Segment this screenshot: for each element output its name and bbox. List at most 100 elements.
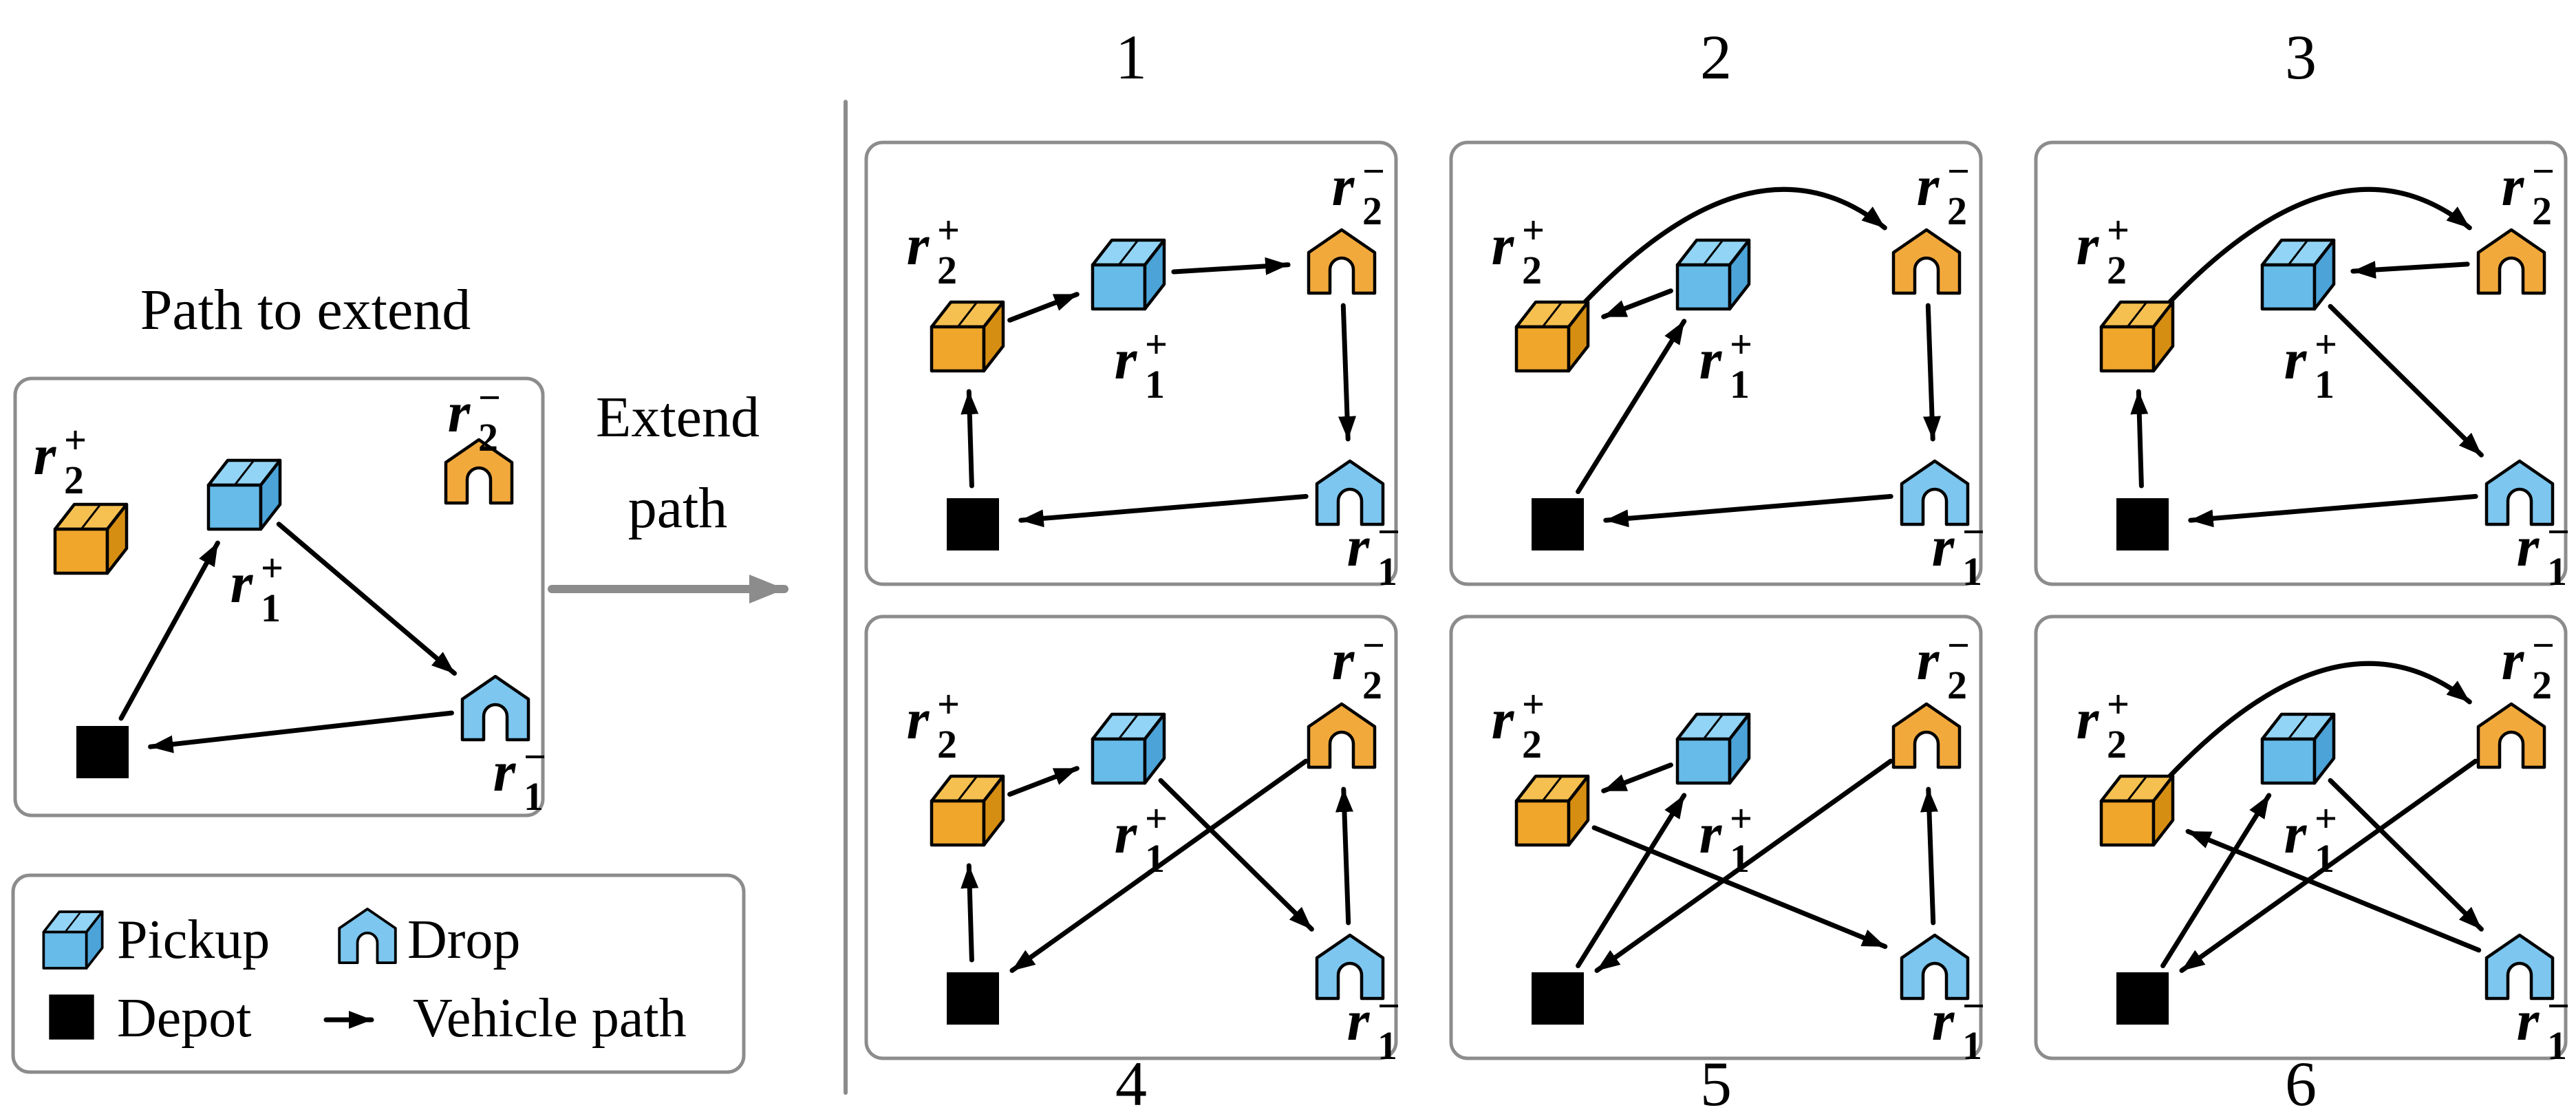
vehicle-path-edges <box>2160 661 2484 973</box>
r2p-label-sup: + <box>937 208 960 253</box>
extension-panel-6: r+2r+1r−2r−1 <box>2034 614 2570 1068</box>
r2m-label-sup: − <box>2532 623 2555 667</box>
r2m-label-sup: − <box>478 375 501 420</box>
r2m-label-sub: 2 <box>1947 663 1967 707</box>
source-panel-border <box>13 376 545 817</box>
panel-border <box>1449 140 1983 586</box>
r1p-label-base: r <box>1115 328 1138 392</box>
r1p-cube-icon <box>1677 714 1749 783</box>
r1m-label-sup: − <box>2547 983 2570 1028</box>
vehicle-path-arrow-r2p-r1m <box>1591 825 1888 949</box>
vehicle-path-arrow-r1p-r2m <box>1171 257 1291 275</box>
r2p-label-sup: + <box>2107 682 2129 727</box>
r1p-label-base: r <box>1699 802 1723 866</box>
r1p-label-sub: 1 <box>2315 836 2334 881</box>
vehicle-path-arrow-r1p-r2p <box>1601 762 1673 793</box>
r2p-label-sub: 2 <box>937 722 957 767</box>
r2m-label-sup: − <box>2532 149 2555 193</box>
r1p-label-sub: 1 <box>1145 836 1165 881</box>
vehicle-path-arrow-r2p-r1p <box>1007 292 1080 323</box>
drop-legend-label: Drop <box>407 910 520 970</box>
nodes: r+2r+1r−2r−1 <box>1492 149 1985 594</box>
r1p-label: r+1 <box>1115 322 1168 407</box>
nodes: r+2r+1r−2r−1 <box>2076 149 2570 594</box>
r2p-label-base: r <box>1492 213 1515 277</box>
depot-depot-icon <box>1532 972 1584 1025</box>
vehicle-path-edges <box>118 522 457 753</box>
panel-number-2: 2 <box>1700 22 1732 92</box>
extension-panel-3: r+2r+1r−2r−1 <box>2034 140 2570 594</box>
r2m-label-sub: 2 <box>1947 189 1967 233</box>
r1m-label-sub: 1 <box>1377 549 1397 594</box>
r1p-label: r+1 <box>1115 796 1168 881</box>
depot-depot-icon <box>2116 972 2169 1025</box>
r1m-label-sup: − <box>1377 983 1400 1028</box>
r1m-label: r−1 <box>1932 509 1985 594</box>
r2p-label-sub: 2 <box>2107 722 2127 767</box>
r2m-label: r−2 <box>448 375 501 460</box>
r2p-label-sup: + <box>1522 682 1545 727</box>
r2p-label: r+2 <box>34 418 87 502</box>
legend-border <box>11 873 746 1074</box>
r2p-cube-icon <box>2101 302 2173 371</box>
r1p-label-sub: 1 <box>1730 362 1750 407</box>
r2p-label-sub: 2 <box>937 248 957 292</box>
r2m-label-sub: 2 <box>1362 663 1382 707</box>
r1m-label-sub: 1 <box>1962 1023 1982 1068</box>
r1p-cube-icon <box>1093 240 1164 309</box>
panel-1-diagram: r+2r+1r−2r−1 <box>907 149 1400 594</box>
r1m-label-sub: 1 <box>1377 1023 1397 1068</box>
vehicle-path-arrow-depot-r1p <box>118 540 220 721</box>
source-panel: r+2r+1r−2r−1 <box>13 375 546 819</box>
r1p-label-sup: + <box>1145 796 1168 841</box>
r2m-label: r−2 <box>1332 149 1385 233</box>
r2m-label: r−2 <box>1917 149 1970 233</box>
vehicle-path-edges <box>1576 186 1942 528</box>
r2p-label-sup: + <box>1522 208 1545 253</box>
vehicle-path-arrow-r1m-r2m <box>1920 787 1938 926</box>
vehicle-path-arrow-r1p-r1m <box>2328 303 2484 458</box>
r2m-label-base: r <box>2502 154 2525 218</box>
vehicle-path-arrow-r2m-r1m <box>1338 303 1357 442</box>
r1p-label: r+1 <box>1699 322 1752 407</box>
r2m-label: r−2 <box>1917 623 1970 707</box>
r1p-label-sup: + <box>2315 322 2337 367</box>
r1m-label-base: r <box>2517 515 2540 579</box>
vehicle-path-arrow-r2p-r2m <box>1581 186 1887 306</box>
depot-depot-icon <box>2116 498 2169 550</box>
legend: Pickup Drop Depot Vehicle path <box>11 873 746 1074</box>
r1m-label-sup: − <box>1962 983 1985 1028</box>
vehicle-path-arrow-r1p-r1m <box>276 522 457 676</box>
r1p-label-sub: 1 <box>2315 362 2334 407</box>
vehicle-path-arrow-r2p-r2m <box>2166 661 2472 780</box>
vehicle-path-arrow-depot-r2p <box>960 863 979 963</box>
r2p-label-sup: + <box>64 418 87 462</box>
extension-panel-2: r+2r+1r−2r−1 <box>1449 140 1985 594</box>
source-panel-diagram: r+2r+1r−2r−1 <box>34 375 546 819</box>
vehicle-path-arrow-r1m-r2p <box>2185 828 2482 953</box>
extension-panel-1: r+2r+1r−2r−1 <box>864 140 1400 594</box>
depot-legend-icon <box>49 994 94 1040</box>
vehicle-path-arrow-r1p-r1m <box>1158 778 1314 932</box>
panel-border <box>864 140 1398 586</box>
r1p-label-sub: 1 <box>261 586 281 630</box>
r2p-label-sub: 2 <box>64 458 84 502</box>
nodes: r+2r+1r−2r−1 <box>2076 623 2570 1068</box>
r1m-label-sup: − <box>1962 509 1985 554</box>
r2p-label: r+2 <box>1492 208 1545 292</box>
extension-panel-4: r+2r+1r−2r−1 <box>864 614 1400 1068</box>
vehicle-path-arrow-r2p-r1p <box>1007 766 1080 797</box>
path-to-extend-title: Path to extend <box>140 278 471 342</box>
vehicle-path-arrow-depot-r1p <box>1576 319 1687 494</box>
r1p-label-sup: + <box>1730 322 1752 367</box>
r1m-label: r−1 <box>1347 983 1400 1068</box>
panel-4-diagram: r+2r+1r−2r−1 <box>907 623 1400 1068</box>
extension-panel-5: r+2r+1r−2r−1 <box>1449 614 1985 1068</box>
pickup-legend-label: Pickup <box>117 910 270 970</box>
vehicle-path-edges <box>2130 186 2484 528</box>
r1p-label-sub: 1 <box>1730 836 1750 881</box>
vehicle-path-edges <box>960 257 1357 528</box>
r2m-label: r−2 <box>2502 623 2555 707</box>
